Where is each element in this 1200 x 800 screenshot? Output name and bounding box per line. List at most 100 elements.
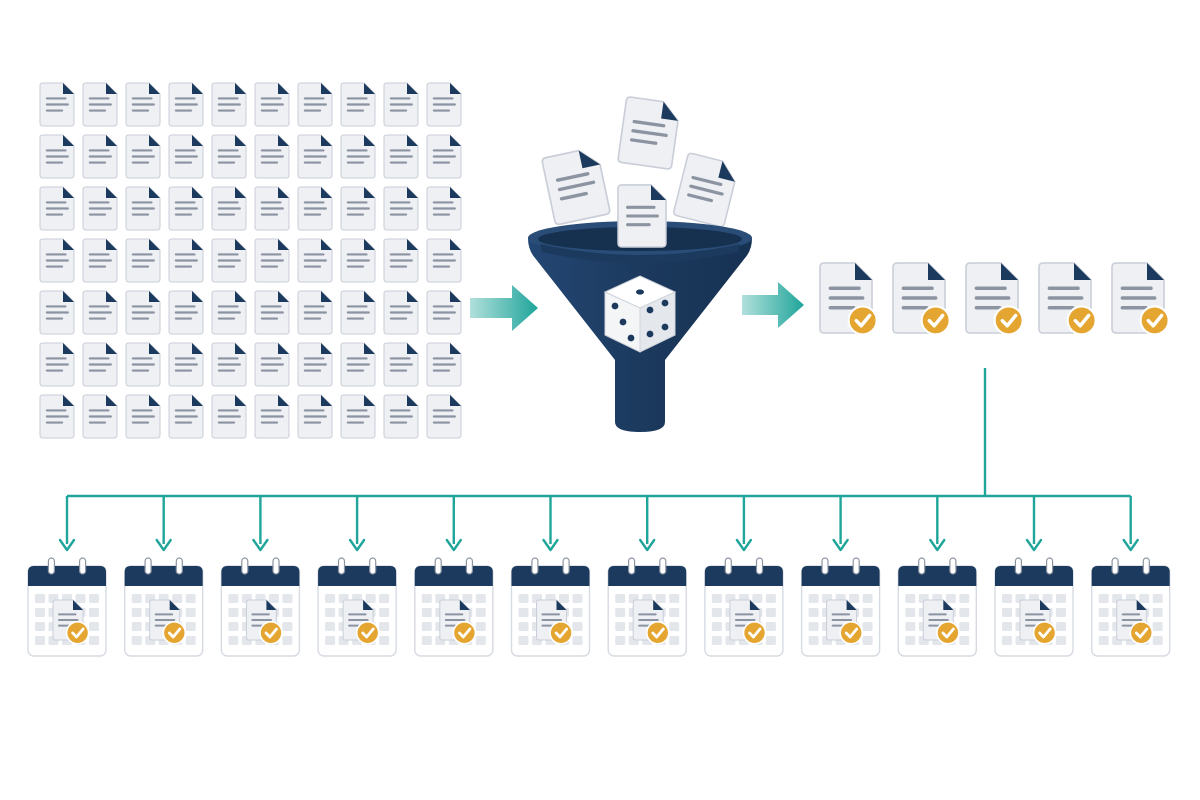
document-icon (168, 134, 204, 179)
document-icon (254, 82, 290, 127)
document-icon (426, 238, 462, 283)
document-icon (340, 290, 376, 335)
document-icon (965, 262, 1024, 336)
document-icon (245, 599, 283, 645)
check-badge-icon (1129, 620, 1154, 645)
calendar-icon (414, 557, 494, 657)
document-icon (125, 186, 161, 231)
document-icon (168, 238, 204, 283)
document-icon (254, 238, 290, 283)
schedule-calendars (27, 557, 1171, 657)
document-icon (342, 599, 380, 645)
document-icon (254, 394, 290, 439)
document-icon (254, 342, 290, 387)
document-icon (297, 186, 333, 231)
document-icon (340, 394, 376, 439)
document-icon (39, 394, 75, 439)
document-icon (168, 342, 204, 387)
document-icon (426, 394, 462, 439)
check-badge-icon (355, 620, 380, 645)
arrow-right-icon (742, 282, 804, 328)
calendar-icon (220, 557, 301, 657)
document-icon (125, 394, 161, 439)
document-icon (383, 342, 419, 387)
document-icon (52, 599, 90, 645)
document-icon (426, 342, 462, 387)
document-icon (39, 342, 75, 387)
document-icon (168, 290, 204, 335)
document-icon (617, 184, 667, 248)
document-icon (340, 134, 376, 179)
document-icon (168, 186, 204, 231)
funnel-icon (528, 184, 752, 432)
document-icon (125, 82, 161, 127)
document-icon (211, 134, 247, 179)
document-icon (254, 134, 290, 179)
document-icon (383, 186, 419, 231)
document-icon (211, 82, 247, 127)
document-icon (340, 238, 376, 283)
document-icon (39, 238, 75, 283)
dice-icon (603, 275, 677, 353)
document-icon (426, 82, 462, 127)
document-icon (297, 290, 333, 335)
document-icon (297, 342, 333, 387)
document-icon (297, 238, 333, 283)
document-icon (383, 134, 419, 179)
document-icon (383, 394, 419, 439)
document-icon (617, 96, 679, 170)
document-icon (1019, 599, 1057, 645)
document-icon (211, 186, 247, 231)
document-icon (922, 599, 960, 645)
check-badge-icon (1066, 305, 1097, 336)
document-icon (82, 134, 118, 179)
document-icon (383, 82, 419, 127)
check-badge-icon (742, 620, 767, 645)
selected-documents (819, 262, 1170, 336)
document-icon (39, 134, 75, 179)
document-icon (340, 82, 376, 127)
check-badge-icon (847, 305, 878, 336)
distribution-connector (58, 368, 1139, 552)
document-icon (297, 134, 333, 179)
document-icon (340, 342, 376, 387)
document-icon (82, 290, 118, 335)
arrow-right-icon (470, 285, 538, 331)
check-badge-icon (1139, 305, 1170, 336)
document-icon (426, 134, 462, 179)
document-icon (211, 238, 247, 283)
document-icon (1038, 262, 1097, 336)
check-badge-icon (993, 305, 1024, 336)
document-icon (383, 290, 419, 335)
document-icon (541, 149, 611, 226)
document-icon (39, 290, 75, 335)
check-badge-icon (920, 305, 951, 336)
calendar-icon (27, 557, 107, 657)
document-icon (125, 342, 161, 387)
document-icon (673, 152, 736, 228)
check-badge-icon (452, 620, 477, 645)
document-icon (39, 82, 75, 127)
document-icon (1116, 599, 1154, 645)
document-icon (340, 186, 376, 231)
check-badge-icon (549, 620, 573, 645)
calendar-icon (994, 557, 1074, 657)
document-icon (819, 262, 878, 336)
calendar-icon (704, 557, 784, 657)
calendar-icon (800, 557, 881, 657)
source-document-pool (39, 82, 462, 439)
calendar-icon (607, 557, 687, 657)
document-icon (1111, 262, 1170, 336)
document-icon (82, 394, 118, 439)
check-badge-icon (162, 620, 187, 645)
document-icon (211, 290, 247, 335)
document-icon (254, 186, 290, 231)
document-icon (297, 394, 333, 439)
document-icon (826, 599, 864, 645)
document-icon (39, 186, 75, 231)
check-badge-icon (645, 620, 670, 645)
check-badge-icon (1032, 620, 1057, 645)
document-icon (125, 290, 161, 335)
document-icon (632, 599, 670, 645)
